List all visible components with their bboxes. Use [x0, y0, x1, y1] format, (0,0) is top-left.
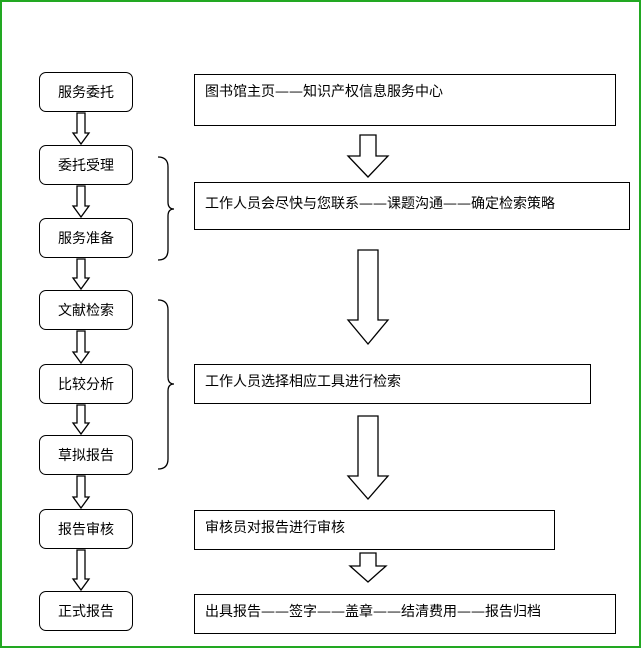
- step-commission-accept: 委托受理: [39, 145, 133, 185]
- arrow-down-icon: [346, 415, 390, 500]
- small-arrows: [71, 112, 91, 592]
- arrow-down-icon: [71, 549, 91, 592]
- step-report-review: 报告审核: [39, 509, 133, 549]
- desc-contact: 工作人员会尽快与您联系——课题沟通——确定检索策略: [194, 182, 630, 230]
- arrow-down-icon: [346, 249, 390, 346]
- desc-issue-report: 出具报告——签字——盖章——结清费用——报告归档: [194, 594, 616, 634]
- big-arrows: [346, 134, 390, 583]
- braces: [157, 156, 175, 470]
- step-draft-report: 草拟报告: [39, 435, 133, 475]
- arrow-down-icon: [71, 112, 91, 146]
- step-compare-analyze: 比较分析: [39, 364, 133, 404]
- arrow-down-icon: [348, 552, 388, 583]
- step-formal-report: 正式报告: [39, 591, 133, 631]
- desc-review: 审核员对报告进行审核: [194, 510, 555, 550]
- step-service-commission: 服务委托: [39, 72, 133, 112]
- arrow-down-icon: [71, 475, 91, 510]
- brace-icon: [157, 299, 175, 470]
- step-literature-search: 文献检索: [39, 290, 133, 330]
- arrow-down-icon: [71, 330, 91, 365]
- brace-icon: [157, 156, 175, 261]
- desc-library-homepage: 图书馆主页——知识产权信息服务中心: [194, 74, 616, 126]
- arrow-down-icon: [71, 404, 91, 436]
- arrow-down-icon: [71, 185, 91, 219]
- step-service-prepare: 服务准备: [39, 218, 133, 258]
- arrow-down-icon: [346, 134, 390, 178]
- desc-search-tools: 工作人员选择相应工具进行检索: [194, 364, 591, 404]
- arrow-down-icon: [71, 258, 91, 291]
